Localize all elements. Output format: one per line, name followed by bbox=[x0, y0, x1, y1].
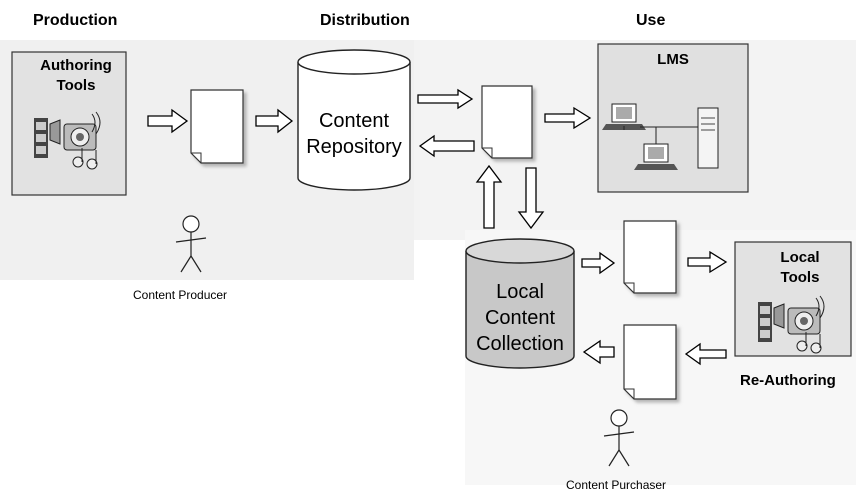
media-tools-icon bbox=[34, 111, 101, 170]
arrow-right bbox=[147, 108, 189, 134]
media-tools-icon bbox=[758, 295, 825, 354]
arrow-right bbox=[687, 250, 728, 274]
production-header: Production bbox=[33, 12, 118, 29]
stick-figure-icon bbox=[603, 409, 635, 467]
content-purchaser-caption: Content Purchaser bbox=[566, 478, 667, 492]
content-repository-line1: Content bbox=[318, 110, 390, 132]
local-tools-box bbox=[734, 241, 852, 357]
computer-network-icon bbox=[602, 103, 719, 170]
arrow-up bbox=[475, 164, 503, 229]
arrow-left bbox=[418, 134, 475, 158]
arrow-right bbox=[544, 106, 592, 130]
lms-label: LMS bbox=[657, 51, 689, 68]
local-content-collection-label: Local Content Collection bbox=[466, 279, 574, 357]
use-header: Use bbox=[636, 12, 666, 29]
content-repository-cylinder bbox=[297, 49, 411, 191]
authoring-tools-label: Authoring Tools bbox=[12, 56, 140, 96]
authoring-tools-box bbox=[11, 51, 127, 196]
local-tools-line2: Tools bbox=[780, 269, 820, 286]
arrow-right bbox=[581, 251, 616, 275]
arrow-left bbox=[684, 342, 727, 366]
local-content-collection-cylinder bbox=[465, 238, 575, 369]
content-repository-label: Content Repository bbox=[298, 108, 410, 160]
arrow-down bbox=[517, 167, 545, 230]
document-icon bbox=[190, 89, 244, 164]
authoring-tools-line1: Authoring bbox=[40, 57, 112, 74]
local-content-collection-line1: Local bbox=[496, 281, 544, 303]
local-content-collection-line2: Content bbox=[484, 307, 556, 329]
local-tools-label: Local Tools bbox=[770, 248, 830, 288]
document-icon bbox=[481, 85, 533, 159]
distribution-header: Distribution bbox=[320, 12, 410, 29]
document-icon bbox=[623, 220, 677, 294]
arrow-right bbox=[417, 88, 474, 110]
stick-figure-icon bbox=[175, 215, 207, 273]
content-repository-line2: Repository bbox=[306, 136, 402, 158]
arrow-right bbox=[255, 108, 294, 134]
document-icon bbox=[623, 324, 677, 400]
local-content-collection-line3: Collection bbox=[476, 333, 564, 355]
re-authoring-label: Re-Authoring bbox=[740, 372, 836, 389]
local-tools-line1: Local bbox=[780, 249, 820, 266]
content-producer-caption: Content Producer bbox=[133, 288, 228, 302]
arrow-left bbox=[582, 339, 615, 365]
authoring-tools-line2: Tools bbox=[56, 77, 96, 94]
